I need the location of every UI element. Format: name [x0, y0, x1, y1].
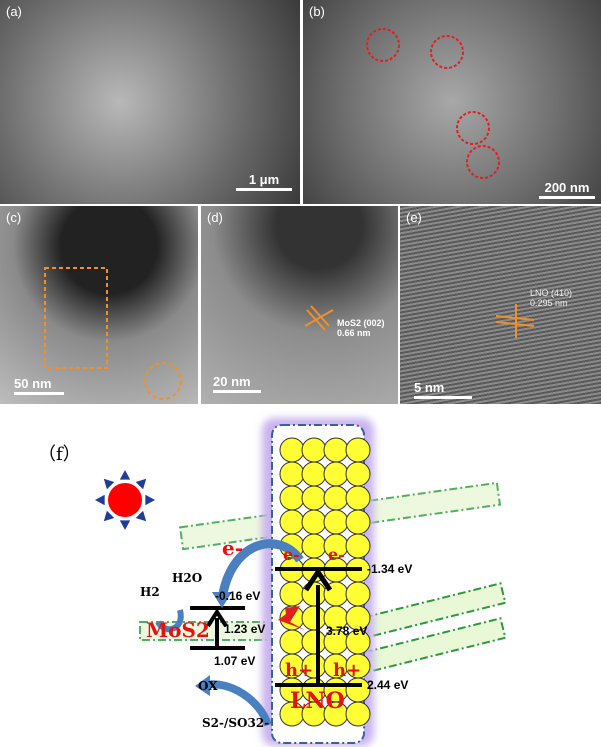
svg-text:-0.16 eV: -0.16 eV	[215, 589, 260, 603]
svg-text:e-: e-	[283, 545, 300, 564]
scale-bar: 50 nm	[14, 376, 64, 395]
sun-ray	[119, 470, 131, 480]
panel-label: (b)	[309, 4, 325, 19]
nanoparticle	[345, 485, 371, 511]
nanoparticle	[279, 437, 305, 463]
svg-text:OX: OX	[198, 679, 218, 693]
ox-arrow	[204, 680, 272, 727]
nanoparticle	[345, 437, 371, 463]
nanoparticle	[301, 509, 327, 535]
svg-text:S2-/SO32-: S2-/SO32-	[202, 716, 269, 730]
sun-ray	[119, 520, 131, 530]
panel-label: （f）	[38, 444, 81, 465]
sun-ray	[95, 494, 105, 506]
lattice-marker	[495, 304, 535, 338]
svg-text:e-: e-	[222, 536, 243, 560]
nanoparticle	[279, 581, 305, 607]
electron-transfer-arrow	[217, 539, 304, 601]
highlight-circles	[366, 28, 500, 179]
scale-bar: 200 nm	[539, 180, 595, 199]
band-diagram: （f） e- e- e- h+ h+ LNO MoS2 H2O H2 OX S2…	[38, 418, 507, 746]
sun-ray	[135, 510, 147, 522]
lattice-annotation: LNO (410)0.295 nm	[530, 288, 573, 308]
nanoparticle	[345, 701, 371, 727]
light-bolt-icon	[278, 606, 305, 630]
nanoparticle	[323, 461, 349, 487]
nanoparticle	[279, 509, 305, 535]
svg-text:-1.34 eV: -1.34 eV	[367, 562, 412, 576]
svg-text:h+: h+	[285, 660, 313, 681]
lattice-annotation: MoS2 (002)0.66 nm	[337, 318, 385, 338]
svg-text:H2O: H2O	[172, 571, 202, 585]
nanoparticle	[345, 461, 371, 487]
sem-panel-a: (a) 1 μm	[0, 0, 300, 204]
svg-text:MoS2: MoS2	[146, 618, 210, 642]
lattice-marker	[304, 305, 334, 331]
tem-panel-c: (c) 50 nm	[0, 206, 198, 404]
nanoparticle	[279, 629, 305, 655]
sun-ray	[145, 494, 155, 506]
nanoparticle	[301, 437, 327, 463]
nanoparticle	[323, 509, 349, 535]
energy-levels	[190, 567, 362, 687]
panel-label: (d)	[207, 210, 223, 225]
svg-text:3.78 eV: 3.78 eV	[326, 624, 367, 638]
nanoparticle	[323, 437, 349, 463]
nanoparticle	[301, 485, 327, 511]
svg-text:h+: h+	[333, 660, 361, 681]
nanoparticle	[345, 533, 371, 559]
sun-icon	[95, 470, 155, 530]
svg-text:1.23 eV: 1.23 eV	[224, 622, 265, 636]
scale-bar: 5 nm	[414, 380, 472, 399]
hrtem-panel-e: (e) LNO (410)0.295 nm 5 nm	[400, 206, 601, 404]
sun-ray	[135, 478, 147, 490]
highlight-boxes	[44, 267, 182, 400]
h2-arrow	[155, 609, 184, 633]
tem-panel-d: (d) MoS2 (002)0.66 nm 20 nm	[201, 206, 398, 404]
sem-panel-b: (b) 200 nm	[303, 0, 601, 204]
svg-text:1.07 eV: 1.07 eV	[214, 654, 255, 668]
nanoparticle	[301, 461, 327, 487]
panel-label: (c)	[6, 210, 22, 225]
nanoparticle	[345, 509, 371, 535]
nanoparticle	[301, 533, 327, 559]
panel-label: (a)	[6, 4, 22, 19]
panel-label: (e)	[406, 210, 422, 225]
svg-text:H2: H2	[140, 585, 160, 599]
nanoparticle	[301, 629, 327, 655]
nanoparticle	[323, 485, 349, 511]
nanoparticle	[301, 581, 327, 607]
sun-ray	[103, 510, 115, 522]
nanoparticle	[279, 461, 305, 487]
svg-text:e-: e-	[328, 545, 345, 564]
nanoparticle	[301, 605, 327, 631]
svg-text:2.44 eV: 2.44 eV	[367, 678, 408, 692]
scale-bar: 20 nm	[213, 374, 261, 393]
nanoparticle	[279, 485, 305, 511]
nanoparticle	[345, 581, 371, 607]
svg-text:LNO: LNO	[290, 688, 345, 714]
sun-ray	[103, 478, 115, 490]
scale-bar: 1 μm	[236, 172, 292, 191]
